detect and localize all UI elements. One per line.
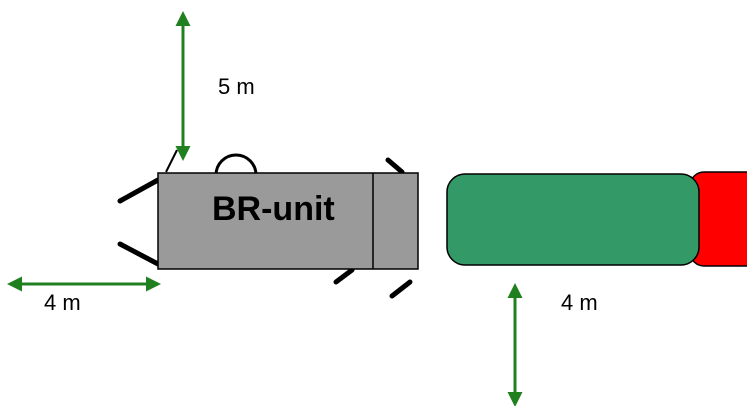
vehicle-body bbox=[446, 173, 700, 266]
br-unit-antenna bbox=[165, 149, 178, 173]
br-unit-body bbox=[157, 172, 419, 270]
br-unit-label: BR-unit bbox=[212, 190, 335, 228]
right-clearance-label: 4 m bbox=[561, 290, 598, 315]
hook-icon bbox=[214, 153, 258, 176]
br-unit-outriggers bbox=[117, 157, 413, 299]
top-clearance-label: 5 m bbox=[218, 74, 255, 99]
left-clearance-label: 4 m bbox=[44, 290, 81, 315]
